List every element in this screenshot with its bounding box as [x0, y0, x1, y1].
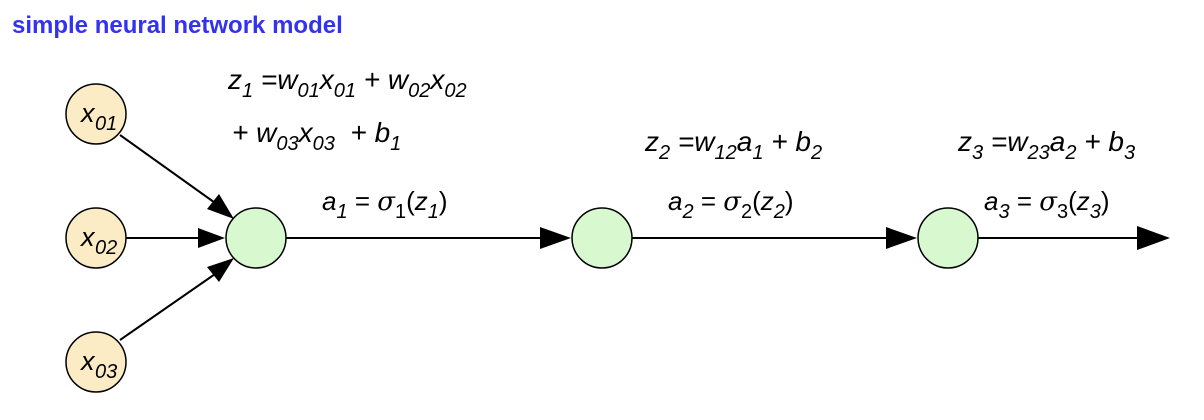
z1-x02-sub: 02 — [444, 80, 467, 102]
z3-a-sub: 2 — [1065, 142, 1077, 164]
input-node-x01: x 01 — [65, 83, 127, 145]
z3-a: a — [1049, 126, 1066, 157]
z2-w-sub: 12 — [714, 142, 737, 164]
arrowhead-x01 — [207, 194, 234, 219]
a2-z-sub: 2 — [773, 201, 785, 223]
arrowhead-neuron3 — [886, 227, 917, 249]
z3-w: w — [1007, 126, 1028, 157]
z3-lhs-sub: 3 — [972, 142, 984, 164]
neuron-2 — [571, 207, 633, 269]
neuron-1 — [225, 207, 287, 269]
equation-z1-line2: + w03x03 + b1 — [232, 117, 402, 155]
a2-lhs-sub: 2 — [682, 201, 694, 223]
a1-lhs-sub: 1 — [336, 201, 348, 223]
z1-x01: x — [319, 64, 334, 95]
a3-lhs-sub: 3 — [998, 201, 1010, 223]
input-x01-sub: 01 — [95, 113, 117, 135]
equation-z3: z3 =w23a2 + b3 — [958, 126, 1136, 164]
a3-sigma-sub: 3 — [1056, 201, 1069, 223]
input-node-x02: x 02 — [65, 207, 127, 269]
z1-w02: w — [387, 64, 409, 95]
equation-a3: a3 = σ3(z3) — [984, 186, 1110, 223]
edge-x01-to-neuron1 — [119, 134, 219, 206]
arrowhead-neuron2 — [540, 227, 571, 249]
z2-b: b — [795, 126, 811, 157]
a2-sigma-sub: 2 — [740, 201, 753, 223]
a2-lhs: a — [668, 186, 683, 216]
z2-w: w — [694, 126, 715, 157]
input-x03-sub: 03 — [95, 361, 117, 383]
equation-a1: a1 = σ1(z1) — [322, 186, 448, 223]
z1-bias: b — [374, 117, 391, 148]
z1-w02-sub: 02 — [408, 80, 431, 102]
a2-sigma: σ — [723, 187, 741, 217]
a3-z: z — [1076, 186, 1090, 216]
input-node-x03: x 03 — [65, 331, 127, 393]
a2-z: z — [760, 186, 774, 216]
a1-lhs: a — [322, 186, 337, 216]
z2-b-sub: 2 — [810, 142, 823, 164]
a1-z-sub: 1 — [427, 201, 439, 223]
edge-x03-to-neuron1 — [119, 271, 219, 341]
z1-x03: x — [298, 117, 313, 148]
diagram-title: simple neural network model — [12, 12, 343, 39]
neuron-3 — [917, 207, 979, 269]
z1-x01-sub: 01 — [333, 80, 356, 102]
z1-bias-sub: 1 — [390, 133, 402, 155]
z1-x03-sub: 03 — [312, 133, 335, 155]
z3-b: b — [1108, 126, 1124, 157]
z3-b-sub: 3 — [1123, 142, 1136, 164]
input-x02-var: x — [79, 222, 96, 252]
z1-w01: w — [277, 64, 298, 95]
arrowhead-x02 — [198, 228, 225, 248]
input-x01-var: x — [79, 98, 96, 128]
z1-w03: w — [256, 117, 277, 148]
input-x02-sub: 02 — [95, 237, 117, 259]
z2-lhs-sub: 2 — [659, 142, 671, 164]
z3-w-sub: 23 — [1027, 142, 1050, 164]
equation-z2: z2 =w12a1 + b2 — [645, 126, 823, 164]
z1-w01-sub: 01 — [297, 80, 320, 102]
a3-lhs: a — [984, 186, 999, 216]
z1-x02: x — [430, 64, 445, 95]
a3-z-sub: 3 — [1089, 201, 1101, 223]
arrowhead-x03 — [207, 258, 234, 282]
a1-z: z — [414, 186, 428, 216]
z2-a: a — [736, 126, 753, 157]
z1-lhs: z — [228, 64, 242, 95]
z2-a-sub: 1 — [752, 142, 764, 164]
equation-z1-line1: z1 =w01x01 + w02x02 — [228, 64, 467, 102]
a1-sigma-sub: 1 — [394, 201, 407, 223]
z1-lhs-sub: 1 — [242, 80, 254, 102]
arrowhead-output — [1137, 226, 1170, 250]
input-x03-var: x — [79, 346, 96, 376]
z3-lhs: z — [958, 126, 972, 157]
equation-a2: a2 = σ2(z2) — [668, 186, 794, 223]
a1-sigma: σ — [377, 187, 395, 217]
z1-w03-sub: 03 — [276, 133, 299, 155]
a3-sigma: σ — [1039, 187, 1057, 217]
z2-lhs: z — [645, 126, 659, 157]
